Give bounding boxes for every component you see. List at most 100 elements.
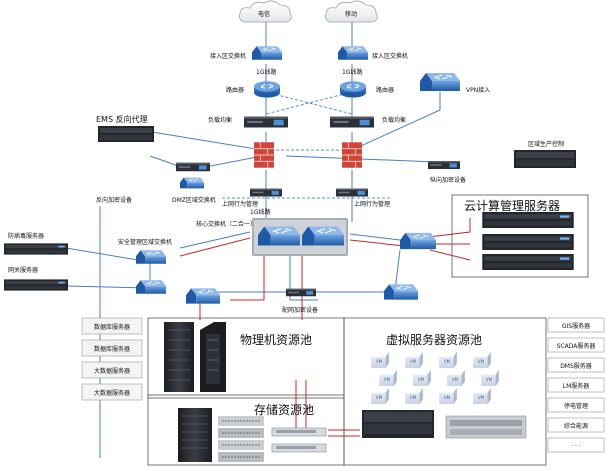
left-server-label: 大数据服务器 <box>94 367 130 375</box>
vm-label: VM <box>376 395 383 400</box>
label-router-left: 路由器 <box>226 86 244 94</box>
virtual-host-right-icon <box>445 415 527 439</box>
label-storage-pool: 存储资源池 <box>254 402 314 417</box>
right-server-box: DMS服务器 <box>547 357 605 373</box>
cloud-mgmt-server-1-icon <box>482 212 574 228</box>
storage-array-icon <box>218 416 264 462</box>
cloud-access-switch-icon <box>400 232 436 250</box>
red-links <box>179 218 471 437</box>
label-dist-crypto: 配网加密设备 <box>282 306 318 314</box>
core-switch-icon <box>252 218 348 256</box>
label-lb-left: 负载均衡 <box>208 116 232 124</box>
load-balancer-right-icon <box>330 116 374 128</box>
right-server-box: · · · <box>547 437 605 453</box>
vm-label: VM <box>418 377 425 382</box>
storage-switch-upper-icon <box>271 427 327 437</box>
virtual-pool-box <box>343 317 547 466</box>
dist-crypto-device-icon <box>286 288 316 297</box>
right-server-label: GIS服务器 <box>562 322 590 330</box>
cloud-mgmt-server-3-icon <box>482 254 574 270</box>
load-balancer-left-icon <box>244 116 288 128</box>
right-server-box: GIS服务器 <box>547 317 605 333</box>
distribution-switch-left-icon <box>186 287 220 305</box>
vm-label: VM <box>444 395 451 400</box>
right-server-label: LM服务器 <box>563 382 590 390</box>
left-server-label: 数据库服务器 <box>94 345 130 353</box>
right-server-box: SCADA服务器 <box>547 337 605 353</box>
vm-grid: VM VM VM VM VM VM VM VM VM VM VM VM <box>371 352 499 404</box>
right-server-box: 综合能源 <box>547 417 605 433</box>
reverse-proxy-device-icon <box>176 162 210 172</box>
label-region-control: 区域生产控制 <box>528 140 564 148</box>
label-vpn: VPN接入 <box>466 86 490 94</box>
cloud-mgmt-region-box <box>451 194 589 278</box>
vm-label: VM <box>410 395 417 400</box>
vm-label: VM <box>452 377 459 382</box>
router-right-icon <box>340 80 366 98</box>
label-behavior-mgmt-left: 上网行为管理 <box>222 200 258 208</box>
right-server-label: DMS服务器 <box>560 362 592 370</box>
vm-label: VM <box>376 359 383 364</box>
vm-label: VM <box>478 359 485 364</box>
distribution-switch-right-icon <box>384 283 418 301</box>
vm-label: VM <box>478 395 485 400</box>
label-router-right: 路由器 <box>376 86 394 94</box>
left-server-box: 数据库服务器 <box>81 317 143 335</box>
physical-rack-1-icon <box>164 322 194 392</box>
vm-label: VM <box>384 377 391 382</box>
label-cloud-telecom: 电信 <box>258 10 270 18</box>
label-vertical-crypto: 纵向加密设备 <box>430 176 466 184</box>
vm-label: VM <box>486 377 493 382</box>
vm-label: VM <box>410 359 417 364</box>
label-dmz-switch: DMZ区域交换机 <box>172 196 216 204</box>
label-cloud-mgmt-server: 云计算管理服务器 <box>464 198 560 213</box>
firewall-right-icon <box>342 142 362 168</box>
dashed-links <box>222 91 392 199</box>
label-behavior-mgmt-right: 上网行为管理 <box>354 200 390 208</box>
access-switch-left-icon <box>252 45 282 61</box>
router-left-icon <box>254 80 280 98</box>
left-server-box: 数据库服务器 <box>81 339 143 357</box>
behavior-mgmt-left-icon <box>250 188 282 197</box>
label-core-switch: 核心交换机（二合一） <box>196 220 256 228</box>
cloud-telecom <box>239 0 292 23</box>
storage-switch-lower-icon <box>271 443 327 453</box>
label-access-switch-right: 接入区交换机 <box>372 52 408 60</box>
label-link-1g-right: 1G线路 <box>342 68 362 76</box>
ems-proxy-server-icon <box>98 126 154 142</box>
label-link-1g-core: 1G线路 <box>250 208 270 216</box>
right-server-label: 停电管理 <box>564 402 588 410</box>
label-physical-pool: 物理机资源池 <box>240 333 312 347</box>
left-server-box: 大数据服务器 <box>81 361 143 379</box>
vm-label: VM <box>444 359 451 364</box>
virtual-host-left-icon <box>362 410 434 438</box>
firewall-left-icon <box>254 142 274 168</box>
right-server-label: 综合能源 <box>564 422 588 430</box>
cloud-mobile <box>325 0 378 23</box>
left-server-label: 数据库服务器 <box>94 323 130 331</box>
label-antivirus-server: 防病毒服务器 <box>8 232 44 240</box>
access-switch-right-icon <box>338 45 368 61</box>
diagram-labels: 电信 移动 接入区交换机 接入区交换机 1G线路 1G线路 路由器 路由器 负载… <box>8 10 564 417</box>
right-server-box: 停电管理 <box>547 397 605 413</box>
label-access-switch-left: 接入区交换机 <box>210 52 246 60</box>
behavior-mgmt-right-icon <box>336 188 368 197</box>
antivirus-server-icon <box>4 243 68 255</box>
storage-tower-icon <box>178 408 212 462</box>
security-switch-upper-icon <box>136 249 166 265</box>
vertical-crypto-device-icon <box>428 161 460 169</box>
label-reverse-crypto: 反向加密设备 <box>96 196 132 204</box>
gateway-server-icon <box>4 279 68 291</box>
right-server-label: · · · <box>571 443 581 450</box>
label-virtual-pool: 虚拟服务器资源池 <box>386 332 482 347</box>
label-cloud-mobile: 移动 <box>345 10 357 18</box>
left-server-box: 大数据服务器 <box>81 383 143 401</box>
vpn-switch-icon <box>420 72 460 92</box>
cloud-mgmt-server-2-icon <box>482 234 574 250</box>
label-ems-proxy: EMS 反向代理 <box>96 114 148 124</box>
label-lb-right: 负载均衡 <box>382 116 406 124</box>
label-security-switch: 安全管理区域交换机 <box>118 238 172 246</box>
